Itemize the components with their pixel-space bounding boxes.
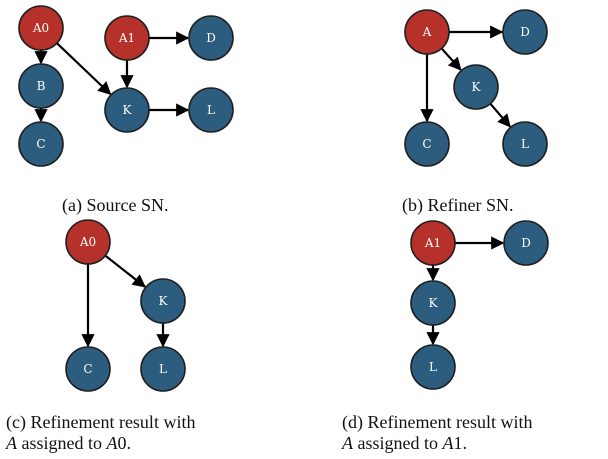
node-d: D xyxy=(503,220,549,266)
node-a0: A0 xyxy=(18,5,64,51)
node-circle xyxy=(502,9,548,55)
edge-a-to-k xyxy=(440,47,462,71)
node-circle xyxy=(18,121,64,167)
node-circle xyxy=(503,220,549,266)
edge-k-to-l xyxy=(489,102,511,128)
node-c: C xyxy=(18,121,64,167)
node-circle xyxy=(18,5,64,51)
caption-c: (c) Refinement result with A assigned to… xyxy=(6,412,195,454)
edge-a0-to-k xyxy=(104,254,146,288)
node-circle xyxy=(410,344,456,390)
node-circle xyxy=(410,220,456,266)
node-l: L xyxy=(140,346,186,392)
node-l: L xyxy=(502,121,548,167)
caption-c-line1: (c) Refinement result with xyxy=(6,412,196,432)
node-circle xyxy=(104,15,150,61)
node-label: K xyxy=(472,80,482,94)
node-label: L xyxy=(521,137,529,151)
node-label: A xyxy=(422,25,432,39)
node-circle xyxy=(453,64,499,110)
node-circle xyxy=(65,346,111,392)
node-circle xyxy=(104,87,150,133)
node-label: L xyxy=(429,360,437,374)
caption-b: (b) Refiner SN. xyxy=(402,195,514,215)
node-label: K xyxy=(429,296,439,310)
node-k: K xyxy=(104,87,150,133)
node-circle xyxy=(140,278,186,324)
caption-d-line2: A assigned to A1. xyxy=(342,433,467,453)
node-circle xyxy=(18,63,64,109)
node-a1: A1 xyxy=(410,220,456,266)
edge-a0-to-k xyxy=(56,42,112,96)
node-d: D xyxy=(188,15,234,61)
node-c: C xyxy=(65,346,111,392)
node-d: D xyxy=(502,9,548,55)
node-label: L xyxy=(159,362,167,376)
node-label: B xyxy=(37,79,46,93)
node-circle xyxy=(404,121,450,167)
node-k: K xyxy=(453,64,499,110)
node-label: A1 xyxy=(424,236,441,250)
node-label: A1 xyxy=(118,31,135,45)
node-b: B xyxy=(18,63,64,109)
node-c: C xyxy=(404,121,450,167)
node-a: A xyxy=(404,9,450,55)
node-label: C xyxy=(83,362,92,376)
node-circle xyxy=(410,280,456,326)
node-label: C xyxy=(36,137,45,151)
node-label: A0 xyxy=(32,21,49,35)
node-l: L xyxy=(410,344,456,390)
panel-result-a0: A0K C L xyxy=(65,219,186,392)
node-k: K xyxy=(410,280,456,326)
node-a0: A0 xyxy=(65,219,111,265)
node-label: D xyxy=(520,25,530,39)
caption-d-line1: (d) Refinement result with xyxy=(342,412,533,432)
panel-refiner-sn: A D K C L xyxy=(404,9,548,167)
caption-c-line2: A assigned to A0. xyxy=(6,433,131,453)
node-label: D xyxy=(521,236,531,250)
caption-a: (a) Source SN. xyxy=(62,195,169,215)
node-label: L xyxy=(207,103,215,117)
caption-d: (d) Refinement result with A assigned to… xyxy=(342,412,532,454)
node-a1: A1 xyxy=(104,15,150,61)
node-circle xyxy=(65,219,111,265)
node-label: K xyxy=(159,294,169,308)
node-circle xyxy=(140,346,186,392)
panel-result-a1: A1 D K L xyxy=(410,220,549,390)
node-label: A0 xyxy=(79,235,96,249)
node-circle xyxy=(404,9,450,55)
node-label: C xyxy=(422,137,431,151)
node-l: L xyxy=(188,87,234,133)
node-circle xyxy=(502,121,548,167)
node-label: D xyxy=(206,31,216,45)
node-circle xyxy=(188,87,234,133)
node-circle xyxy=(188,15,234,61)
node-k: K xyxy=(140,278,186,324)
node-label: K xyxy=(123,103,133,117)
